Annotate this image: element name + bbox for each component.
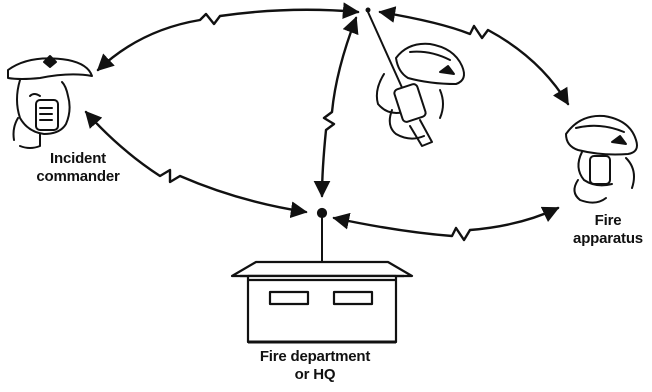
incident-commander-label-line2: commander: [18, 168, 138, 186]
headquarters-label-line1: Fire department: [230, 348, 400, 366]
fire-apparatus-icon: [566, 116, 637, 203]
incident-commander-icon: [8, 56, 92, 148]
headquarters-building-icon: [232, 209, 412, 342]
headquarters-label: Fire department or HQ: [230, 348, 400, 384]
headquarters-label-line2: or HQ: [230, 366, 400, 384]
radio-link-hq-apparatus: [334, 208, 558, 240]
radio-link-antenna-hq: [322, 18, 356, 196]
incident-commander-label-line1: Incident: [18, 150, 138, 168]
fire-apparatus-label-line2: apparatus: [566, 230, 650, 248]
fire-apparatus-label: Fire apparatus: [566, 212, 650, 248]
incident-commander-label: Incident commander: [18, 150, 138, 186]
fire-apparatus-label-line1: Fire: [566, 212, 650, 230]
radio-link-commander-antenna: [98, 10, 358, 70]
firefighter-radio-icon: [368, 12, 464, 146]
